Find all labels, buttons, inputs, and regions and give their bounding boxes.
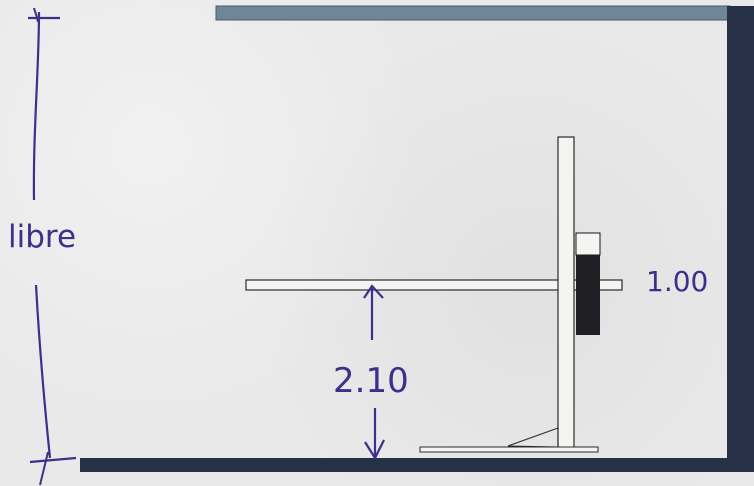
bottom-arrow-stroke: [39, 451, 49, 486]
top-arrow-stroke: [33, 7, 39, 23]
lower-dimension-arrow-down: [364, 439, 385, 461]
free-height-label: libre: [8, 219, 76, 255]
diagonal-brace: [507, 427, 559, 448]
free-height-lower-line: [34, 284, 52, 459]
ceiling-beam: [215, 5, 731, 21]
free-height-upper-line: [32, 11, 41, 201]
vertical-post: [557, 136, 575, 450]
bottom-dimension-tick: [29, 456, 77, 464]
base-foot: [419, 446, 599, 453]
lower-height-label: 2.10: [333, 361, 409, 401]
floor-slab: [80, 458, 754, 472]
right-wall: [727, 6, 754, 470]
dark-panel: [576, 255, 600, 335]
horizontal-board: [245, 279, 623, 291]
lower-dimension-arrow-up: [363, 284, 384, 299]
top-height-label: 1.00: [646, 265, 708, 298]
panel-cap: [575, 232, 601, 256]
